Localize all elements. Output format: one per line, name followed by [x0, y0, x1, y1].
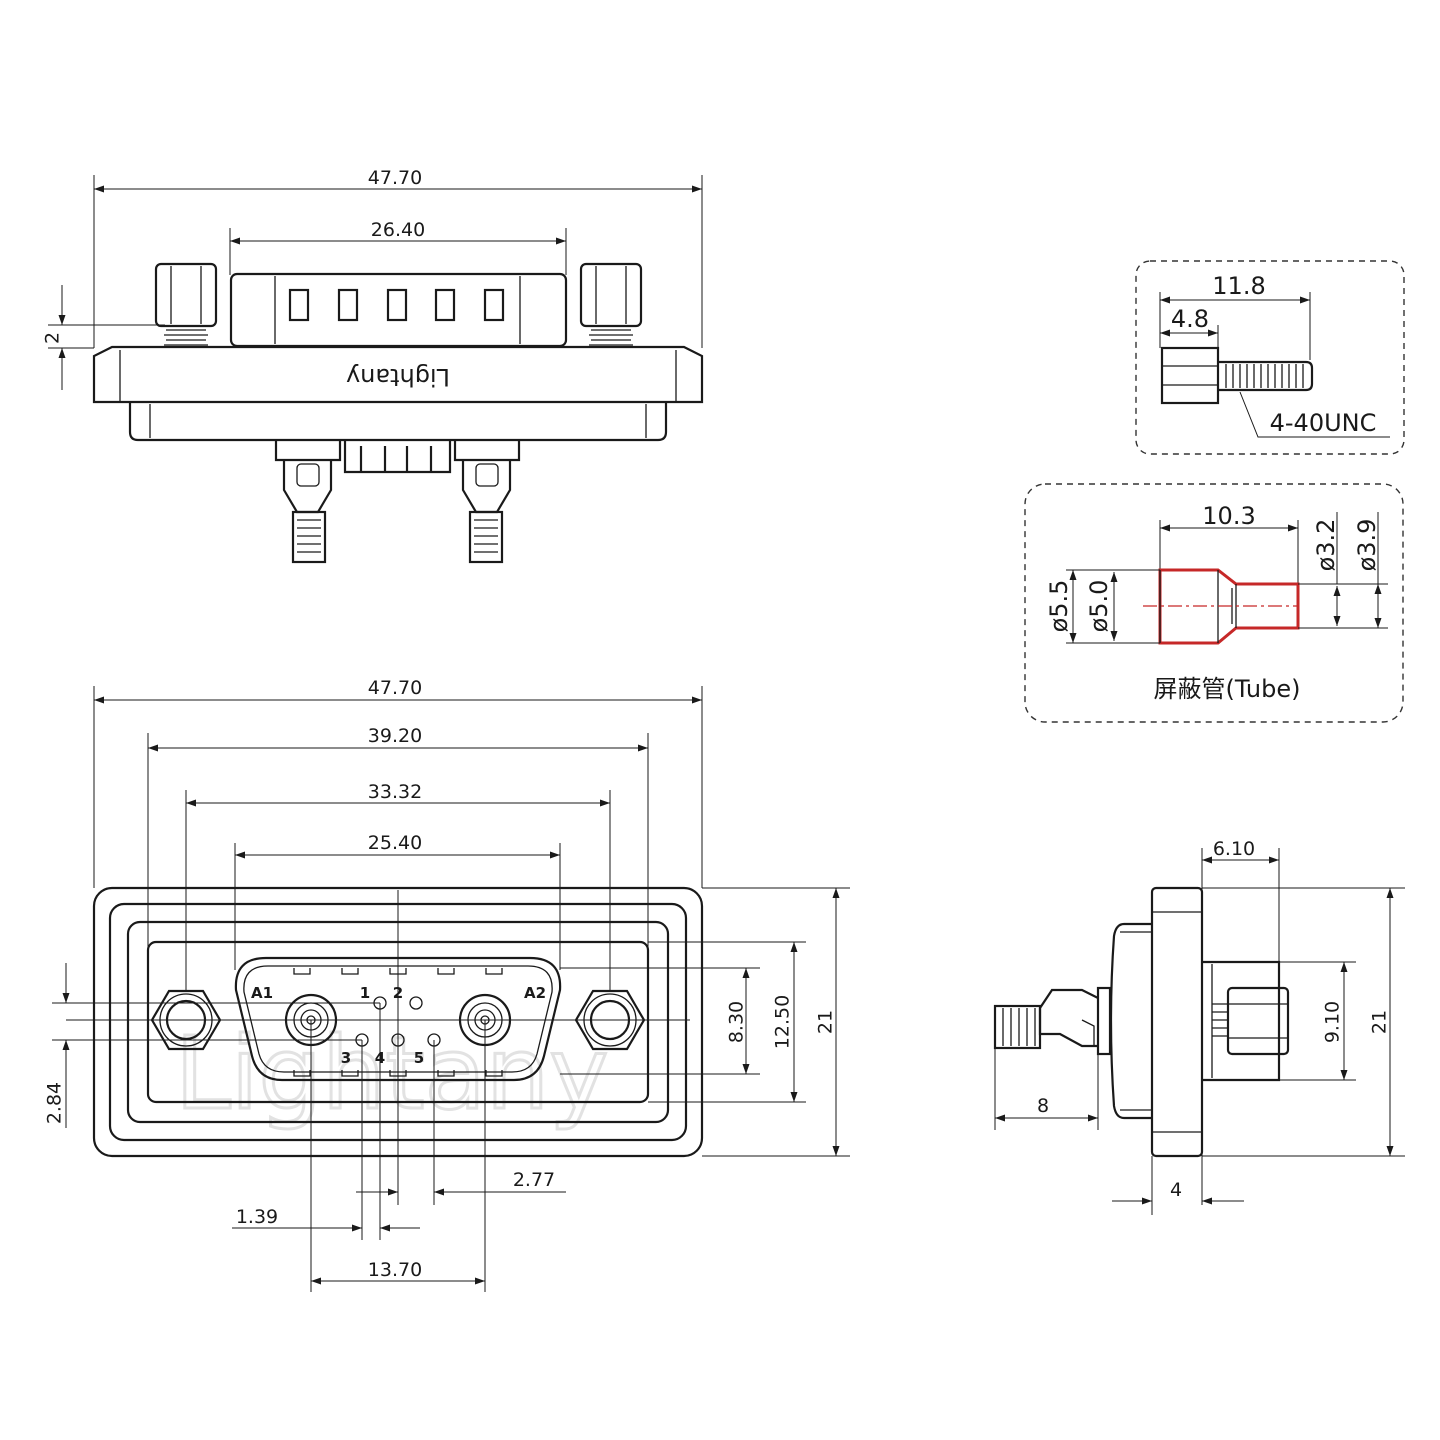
side-flange: [1150, 886, 1204, 1158]
screw-detail: [1135, 260, 1405, 455]
dim-front-overall-width: 47.70: [368, 677, 422, 699]
dim-flange-thickness: 4: [1170, 1179, 1182, 1201]
brand-label: Lightany: [346, 363, 450, 391]
pin-label-a1: A1: [251, 984, 273, 1002]
dim-front-overall-height: 21: [815, 1010, 837, 1034]
tube-detail: [1024, 483, 1404, 723]
left-jack-screw: [154, 262, 218, 346]
front-d-shell: [234, 956, 562, 1082]
dim-tube-length: 10.3: [1202, 502, 1255, 530]
dim-mount-hole-spacing: 39.20: [368, 725, 422, 747]
dim-screw-height: 9.10: [1322, 1001, 1344, 1043]
tube-caption: 屏蔽管(Tube): [1154, 675, 1301, 703]
dim-pin-offset: 1.39: [236, 1206, 278, 1228]
dim-pin-pitch: 2.77: [513, 1169, 555, 1191]
dim-coax-spacing: 13.70: [368, 1259, 422, 1281]
dim-vertical-offset: 2.84: [44, 1082, 66, 1124]
dim-flange-offset: 2: [42, 332, 64, 344]
top-body: [128, 402, 668, 442]
rear-signal-contacts: [343, 440, 452, 474]
watermark: Lightany: [175, 1015, 608, 1132]
top-view: Lightany: [48, 175, 704, 564]
dim-inner-height: 8.30: [726, 1001, 748, 1043]
pin-label-1: 1: [360, 984, 370, 1002]
side-shell: [1202, 960, 1281, 1082]
dim-outer-spacing: 33.32: [368, 781, 422, 803]
pin-label-2: 2: [393, 984, 403, 1002]
dim-shell-spacing: 25.40: [368, 832, 422, 854]
dim-tube-small-inner: ø3.2: [1312, 519, 1340, 572]
pin-label-4: 4: [375, 1049, 385, 1067]
dim-tube-large-outer: ø5.5: [1045, 580, 1073, 633]
front-view: Lightany: [52, 686, 850, 1292]
side-rear-body: [1109, 922, 1152, 1120]
right-jack-screw: [579, 262, 643, 346]
rear-coax-right: [453, 440, 521, 564]
dim-top-overall-width: 47.70: [368, 167, 422, 189]
rear-coax-left: [274, 440, 342, 564]
dim-side-overall-height: 21: [1369, 1010, 1391, 1034]
dim-tube-small-outer: ø3.9: [1353, 519, 1381, 572]
dim-top-shell-width: 26.40: [371, 219, 425, 241]
dsub-shell: [229, 272, 568, 348]
pin-label-3: 3: [341, 1049, 351, 1067]
pin-label-a2: A2: [524, 984, 546, 1002]
dim-screw-total-length: 11.8: [1212, 272, 1265, 300]
side-view: [993, 848, 1405, 1215]
thread-spec: 4-40UNC: [1270, 409, 1377, 437]
top-contact-slots: [288, 288, 505, 322]
dim-screw-head-length: 4.8: [1171, 305, 1209, 333]
dim-shell-height: 12.50: [772, 995, 794, 1049]
dim-rear-length: 8: [1037, 1095, 1049, 1117]
top-flange: [92, 345, 704, 404]
dim-tube-large-inner: ø5.0: [1085, 580, 1113, 633]
pin-label-5: 5: [414, 1049, 424, 1067]
dim-screw-depth: 6.10: [1213, 838, 1255, 860]
